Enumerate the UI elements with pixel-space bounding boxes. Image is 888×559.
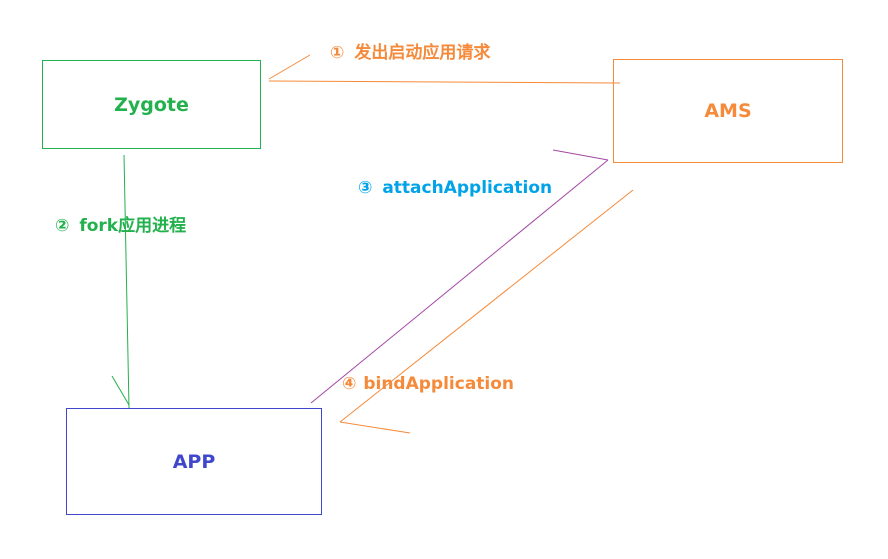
step2-number: ② <box>55 216 70 236</box>
fork-arrow-head <box>111 375 130 406</box>
zygote-node: Zygote <box>42 60 261 149</box>
step3-label: ③ attachApplication <box>358 178 552 198</box>
step1-label: ① 发出启动应用请求 <box>330 43 490 63</box>
fork-arrow-line <box>123 154 130 409</box>
step2-text: fork应用进程 <box>79 216 187 236</box>
attach-arrow-head <box>552 149 609 161</box>
ams-node: AMS <box>613 59 843 163</box>
step1-text: 发出启动应用请求 <box>354 43 491 63</box>
step4-number: ④ <box>342 374 357 394</box>
ams-node-label: AMS <box>704 100 752 122</box>
request-arrow-line <box>268 80 621 84</box>
bind-arrow-head <box>339 421 411 434</box>
app-node-label: APP <box>172 450 216 473</box>
request-arrow-head <box>268 54 311 80</box>
step4-text: bindApplication <box>363 374 515 394</box>
step2-label: ② fork应用进程 <box>55 216 186 236</box>
step3-number: ③ <box>358 178 373 198</box>
step1-number: ① <box>330 43 345 63</box>
step3-text: attachApplication <box>382 178 553 198</box>
app-node: APP <box>66 408 322 515</box>
step4-label: ④ bindApplication <box>342 374 514 394</box>
attach-arrow-line <box>310 159 609 404</box>
bind-arrow-line <box>339 189 634 423</box>
zygote-node-label: Zygote <box>114 93 189 116</box>
